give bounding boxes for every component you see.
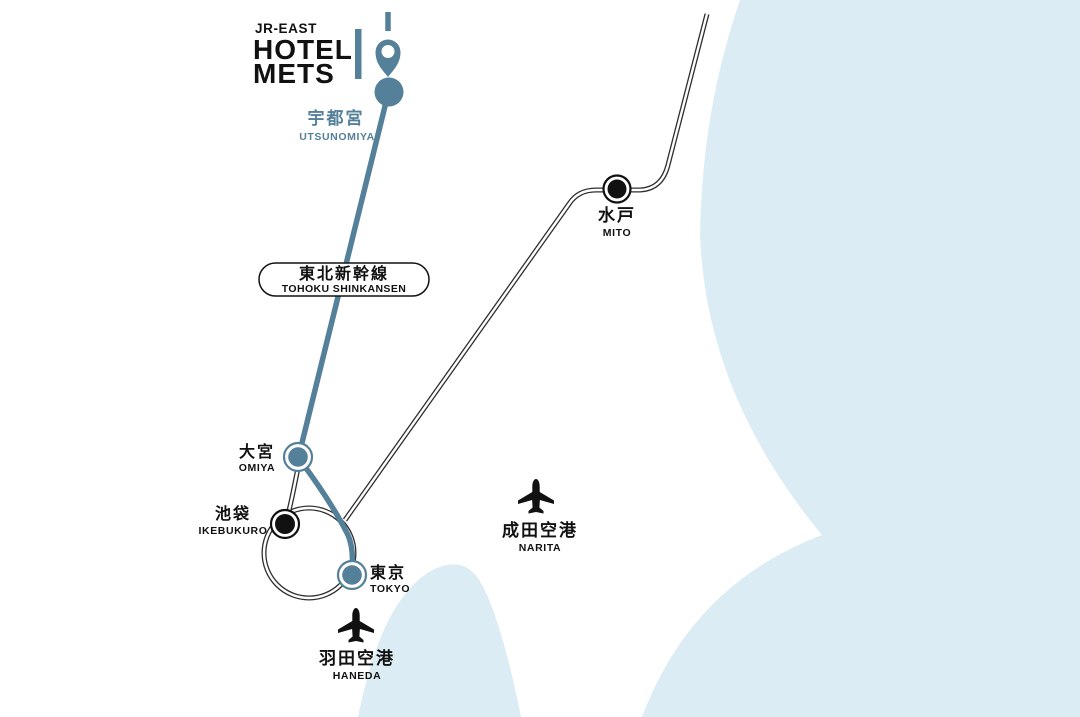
narita-airport: 成田空港 NARITA	[502, 479, 578, 554]
logo-mets-text: METS	[253, 58, 335, 89]
ikebukuro-station-dot	[269, 508, 301, 540]
station-labels: 宇都宮 UTSUNOMIYA 水戸 MITO 大宮 OMIYA 池袋 IKEBU…	[199, 108, 636, 595]
haneda-airport: 羽田空港 HANEDA	[319, 608, 395, 682]
mito-label-ja: 水戸	[598, 205, 636, 225]
location-pin-icon	[375, 39, 401, 77]
ikebukuro-label-ja: 池袋	[215, 504, 251, 523]
utsunomiya-station-dot	[374, 77, 404, 107]
narita-label-ja: 成田空港	[502, 520, 578, 540]
utsunomiya-label-en: UTSUNOMIYA	[299, 131, 375, 143]
line-badge-ja: 東北新幹線	[299, 264, 389, 283]
shinkansen-omiya-tokyo	[297, 458, 356, 571]
hotel-mets-logo: JR-EAST HOTEL METS	[253, 21, 362, 89]
tokyo-bay-shape	[358, 564, 521, 717]
logo-divider-bar	[355, 29, 362, 79]
narita-label-en: NARITA	[519, 542, 561, 554]
mito-station-dot	[602, 174, 632, 204]
omiya-label-ja: 大宮	[239, 442, 275, 461]
haneda-label-ja: 羽田空港	[319, 648, 395, 668]
line-badge: 東北新幹線 TOHOKU SHINKANSEN	[258, 262, 430, 297]
omiya-label-en: OMIYA	[239, 462, 275, 474]
line-badge-en: TOHOKU SHINKANSEN	[282, 283, 406, 295]
station-markers	[269, 77, 632, 591]
logo-brand-text: JR-EAST	[255, 21, 317, 36]
omiya-station-dot	[282, 441, 314, 473]
tokyo-label-ja: 東京	[370, 563, 406, 582]
utsunomiya-label-ja: 宇都宮	[308, 108, 365, 128]
tokyo-station-dot	[336, 559, 368, 591]
narita-airplane-icon	[518, 479, 554, 514]
line-badge-pill	[258, 262, 430, 297]
haneda-label-en: HANEDA	[333, 670, 382, 682]
mito-label-en: MITO	[603, 227, 631, 239]
ocean-shape	[642, 0, 1080, 717]
haneda-airplane-icon	[338, 608, 374, 643]
logo-hotel-text: HOTEL	[253, 34, 353, 65]
rail-lines	[261, 13, 710, 601]
ikebukuro-label-en: IKEBUKURO	[199, 525, 268, 537]
tokyo-label-en: TOKYO	[370, 583, 410, 595]
